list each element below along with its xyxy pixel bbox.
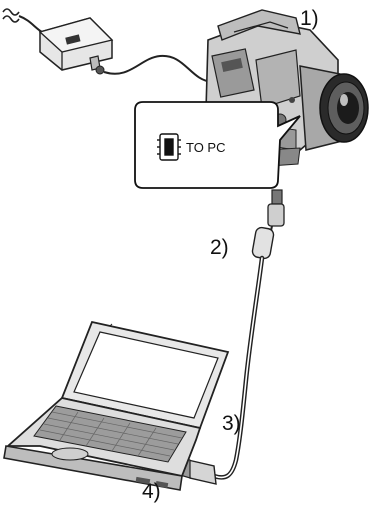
dc-cable: [104, 56, 212, 82]
ac-adaptor-icon: [40, 18, 112, 74]
step-2-label: 2): [210, 237, 229, 258]
port-label: TO PC: [186, 140, 226, 155]
ac-waveform-icon: [3, 9, 19, 22]
step-4-label: 4): [142, 481, 161, 502]
step-3-label: 3): [222, 413, 241, 434]
power-cord: [19, 16, 42, 32]
step-1-label: 1): [300, 8, 319, 29]
port-callout: TO PC: [135, 102, 300, 188]
